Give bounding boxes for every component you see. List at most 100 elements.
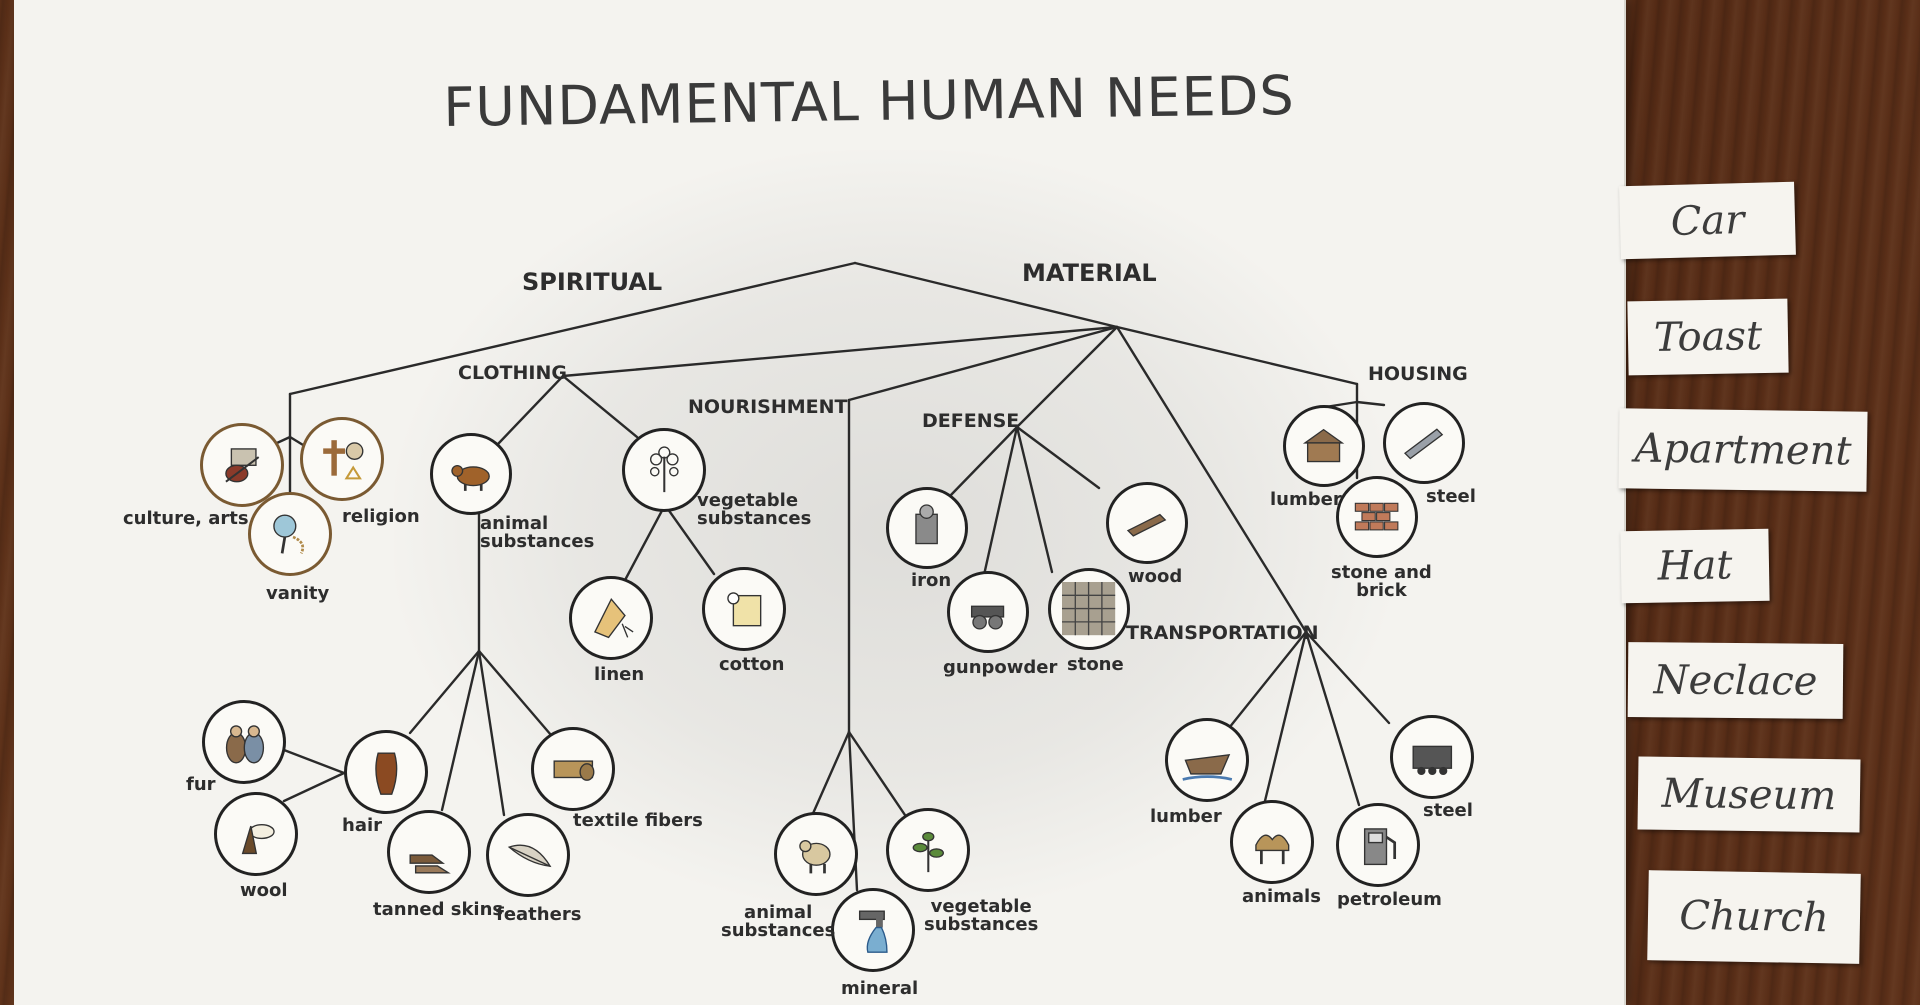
- housing-steel-node: [1383, 402, 1465, 484]
- label-housing-steel: steel: [1426, 486, 1476, 507]
- label-religion: religion: [342, 506, 420, 527]
- label-clothing-animal-substances: animal substances: [480, 515, 594, 551]
- gas-pump-icon: [1363, 827, 1396, 865]
- camel-icon: [1254, 834, 1290, 864]
- label-nourishment-animal-substances: animal substances: [721, 904, 835, 940]
- cotton-node: [702, 567, 786, 651]
- boat-icon: [1182, 753, 1232, 781]
- label-stone: stone: [1067, 654, 1124, 675]
- poster-sheet: FUNDAMENTAL HUMAN NEEDS: [14, 0, 1626, 1005]
- housing-lumber-node: [1283, 405, 1365, 487]
- label-cotton: cotton: [719, 654, 785, 675]
- gunpowder-node: [947, 571, 1029, 653]
- fabric-roll-icon: [553, 760, 595, 781]
- wood-node: [1106, 482, 1188, 564]
- category-clothing: CLOTHING: [458, 362, 567, 384]
- animals-node: [1230, 800, 1314, 884]
- label-stone-brick: stone and brick: [1331, 564, 1432, 600]
- label-line: substances: [924, 914, 1039, 935]
- cross-star-icon: [322, 439, 364, 480]
- club-icon: [1127, 514, 1167, 538]
- word-card-car[interactable]: Car: [1619, 181, 1796, 260]
- brick-wall-icon: [1355, 503, 1399, 531]
- label-vanity: vanity: [266, 583, 330, 604]
- branch-material: MATERIAL: [1022, 259, 1157, 287]
- linen-cloth-icon: [593, 597, 634, 638]
- armor-icon: [915, 504, 939, 545]
- category-defense: DEFENSE: [922, 410, 1020, 432]
- vegetable-plant-icon: [912, 831, 944, 872]
- nourishment-vegetable-substances-node: [886, 808, 970, 892]
- water-faucet-icon: [858, 910, 888, 953]
- feather-icon: [507, 844, 552, 867]
- label-tanned-skins: tanned skins: [373, 899, 504, 920]
- label-wool: wool: [240, 880, 288, 901]
- label-hair: hair: [342, 815, 383, 836]
- label-fur: fur: [186, 774, 216, 795]
- train-icon: [1412, 745, 1452, 775]
- sheep-wool-icon: [241, 823, 275, 854]
- word-card-museum[interactable]: Museum: [1637, 756, 1861, 833]
- label-transport-steel: steel: [1423, 800, 1473, 821]
- linen-node: [569, 576, 653, 660]
- plant-icon: [649, 446, 679, 492]
- label-line: vegetable: [697, 490, 799, 511]
- transport-lumber-node: [1165, 718, 1249, 802]
- label-textile-fibers: textile fibers: [573, 810, 703, 831]
- clothing-vegetable-substances-node: [622, 428, 706, 512]
- iron-node: [886, 487, 968, 569]
- label-line: substances: [721, 920, 836, 941]
- vanity-node: [248, 492, 332, 576]
- feathers-node: [486, 813, 570, 897]
- hair-icon: [374, 752, 398, 795]
- cannon-icon: [971, 606, 1005, 630]
- clothing-animal-substances-node: [430, 433, 512, 515]
- label-gunpowder: gunpowder: [943, 657, 1058, 678]
- label-line: stone and: [1331, 562, 1432, 583]
- textile-fibers-node: [531, 727, 615, 811]
- stone-brick-node: [1336, 476, 1418, 558]
- label-line: animal: [480, 513, 549, 534]
- fur-node: [202, 700, 286, 784]
- shoes-icon: [409, 854, 451, 874]
- label-iron: iron: [911, 570, 952, 591]
- stone-node: [1048, 568, 1130, 650]
- word-card-toast[interactable]: Toast: [1627, 298, 1789, 376]
- mirror-necklace-icon: [272, 514, 304, 554]
- label-wood: wood: [1128, 566, 1183, 587]
- category-housing: HOUSING: [1368, 363, 1468, 385]
- label-transport-lumber: lumber: [1150, 806, 1222, 827]
- label-mineral: mineral: [841, 978, 919, 999]
- word-card-church[interactable]: Church: [1647, 870, 1861, 964]
- steel-beam-icon: [1404, 428, 1444, 460]
- wool-node: [214, 792, 298, 876]
- word-card-hat[interactable]: Hat: [1620, 528, 1770, 604]
- cotton-icon: [726, 591, 762, 627]
- label-line: substances: [480, 531, 595, 552]
- word-card-apartment[interactable]: Apartment: [1618, 408, 1868, 492]
- category-nourishment: NOURISHMENT: [688, 396, 848, 418]
- hair-node: [344, 730, 428, 814]
- tanned-skins-node: [387, 810, 471, 894]
- tree-lines: [240, 261, 1391, 892]
- nourishment-animal-substances-node: [774, 812, 858, 896]
- stone-wall-icon: [1062, 582, 1116, 636]
- mineral-node: [831, 888, 915, 972]
- label-line: substances: [697, 508, 812, 529]
- label-animals: animals: [1242, 886, 1321, 907]
- fur-people-icon: [225, 724, 264, 764]
- label-housing-lumber: lumber: [1270, 489, 1342, 510]
- label-line: brick: [1356, 580, 1407, 601]
- label-line: animal: [744, 902, 813, 923]
- culture-arts-node: [200, 423, 284, 507]
- transport-steel-node: [1390, 715, 1474, 799]
- petroleum-node: [1336, 803, 1420, 887]
- log-cabin-icon: [1303, 429, 1345, 463]
- cow-icon: [798, 839, 831, 874]
- word-card-neclace[interactable]: Neclace: [1627, 642, 1844, 719]
- label-petroleum: petroleum: [1337, 889, 1442, 910]
- violin-book-icon: [224, 447, 259, 483]
- label-culture-arts: culture, arts: [123, 508, 249, 529]
- category-transportation: TRANSPORTATION: [1126, 622, 1319, 644]
- cow-icon: [451, 465, 491, 492]
